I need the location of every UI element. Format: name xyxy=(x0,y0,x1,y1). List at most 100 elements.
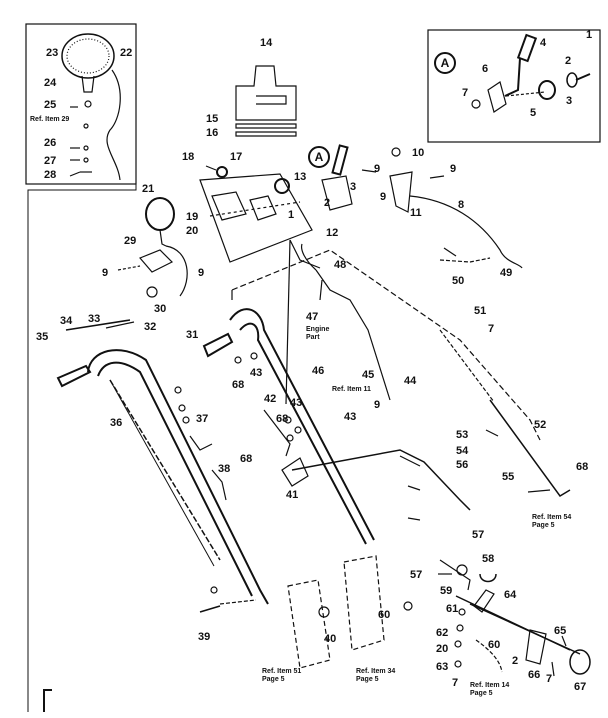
part-label: 4 xyxy=(540,37,547,49)
handle-grip xyxy=(56,364,92,388)
part-label: 43 xyxy=(290,397,303,409)
part-label: 2 xyxy=(324,197,331,209)
part-label: 51 xyxy=(474,305,487,317)
headlight-neck xyxy=(81,75,95,93)
bracket-plate-left xyxy=(287,579,331,669)
part-label: 3 xyxy=(566,95,573,107)
part-label: 18 xyxy=(182,151,195,163)
part-label: 24 xyxy=(44,77,57,89)
part-label: 56 xyxy=(456,459,469,471)
handle-right-tube-outer xyxy=(229,308,375,541)
part-label: 7 xyxy=(546,673,553,685)
part-label: 13 xyxy=(294,171,307,183)
part-label: 35 xyxy=(36,331,49,343)
part-label: 20 xyxy=(436,643,449,655)
part-label: 9 xyxy=(374,399,381,411)
part-label: 7 xyxy=(452,677,459,689)
part-label: 9 xyxy=(102,267,109,279)
part-label: 60 xyxy=(488,639,501,651)
part-label: 5 xyxy=(530,107,537,119)
control-cable xyxy=(409,195,523,269)
part-label: 34 xyxy=(60,315,73,327)
part-label: 63 xyxy=(436,661,449,673)
detail-a-callout: A xyxy=(434,52,456,74)
part-label: 47 xyxy=(306,311,319,323)
ref-note: Ref. Item 11 xyxy=(332,386,371,393)
headlight-inset-box xyxy=(25,23,137,185)
linkage-rod xyxy=(315,269,391,401)
part-label: 9 xyxy=(380,191,387,203)
part-label: 43 xyxy=(250,367,263,379)
console-housing xyxy=(199,173,313,263)
headlight-bracket xyxy=(138,249,174,273)
part-label: 7 xyxy=(488,323,495,335)
part-label: 2 xyxy=(512,655,519,667)
part-label: 65 xyxy=(554,625,567,637)
part-label: 9 xyxy=(198,267,205,279)
ref-note: Ref. Item 34 Page 5 xyxy=(356,668,396,683)
part-label: 66 xyxy=(528,669,541,681)
part-label: 46 xyxy=(312,365,325,377)
part-label: 55 xyxy=(502,471,515,483)
bracket-plate-right xyxy=(343,555,385,651)
rod-56 xyxy=(291,449,471,511)
part-label: 61 xyxy=(446,603,459,615)
handle-left-tube-outer xyxy=(87,349,269,605)
part-label: 1 xyxy=(288,209,295,221)
part-label: 29 xyxy=(124,235,137,247)
headlight-lens xyxy=(61,33,115,79)
part-label: 40 xyxy=(324,633,337,645)
part-label: 68 xyxy=(576,461,589,473)
part-label: 44 xyxy=(404,375,417,387)
ref-note: Engine Part xyxy=(306,326,330,341)
detail-a-inset-box xyxy=(427,29,601,143)
inner-rod xyxy=(109,379,221,561)
part-label: 38 xyxy=(218,463,231,475)
part-label: 31 xyxy=(186,329,199,341)
part-label: 49 xyxy=(500,267,513,279)
part-label: 2 xyxy=(565,55,572,67)
part-label: 1 xyxy=(586,29,593,41)
rod-52 xyxy=(489,399,571,497)
part-label: 30 xyxy=(154,303,167,315)
part-label: 39 xyxy=(198,631,211,643)
part-label: 36 xyxy=(110,417,123,429)
handle-left-tube-inner xyxy=(97,361,253,597)
lever-knob xyxy=(516,33,538,63)
part-label: 62 xyxy=(436,627,449,639)
part-label: 17 xyxy=(230,151,243,163)
part-label: 32 xyxy=(144,321,157,333)
part-label: 50 xyxy=(452,275,465,287)
part-label: 11 xyxy=(410,207,422,219)
part-label: 15 xyxy=(206,113,219,125)
part-label: 9 xyxy=(374,163,381,175)
part-label: 23 xyxy=(46,47,59,59)
decal-panel xyxy=(235,65,297,121)
part-label: 48 xyxy=(334,259,347,271)
part-label: 59 xyxy=(440,585,453,597)
part-label: 3 xyxy=(350,181,357,193)
part-label: 68 xyxy=(240,453,253,465)
ref-note: Ref. Item 14 Page 5 xyxy=(470,682,510,697)
part-label: 57 xyxy=(472,529,485,541)
part-label: 16 xyxy=(206,127,219,139)
part-label: 28 xyxy=(44,169,57,181)
part-label: 58 xyxy=(482,553,495,565)
part-label: 20 xyxy=(186,225,199,237)
part-label: 54 xyxy=(456,445,469,457)
part-label: 60 xyxy=(378,609,391,621)
part-label: 26 xyxy=(44,137,57,149)
side-headlight xyxy=(145,197,175,231)
lever-plate xyxy=(487,81,507,113)
ref-note: Ref. Item 54 Page 5 xyxy=(532,514,572,529)
diagram-frame-line xyxy=(27,184,137,712)
part-label: 57 xyxy=(410,569,423,581)
ref-note: Ref. Item 29 xyxy=(30,116,70,123)
part-label: 68 xyxy=(276,413,289,425)
part-label: 64 xyxy=(504,589,517,601)
part-label: 68 xyxy=(232,379,245,391)
part-label: 22 xyxy=(120,47,133,59)
part-label: 8 xyxy=(458,199,465,211)
